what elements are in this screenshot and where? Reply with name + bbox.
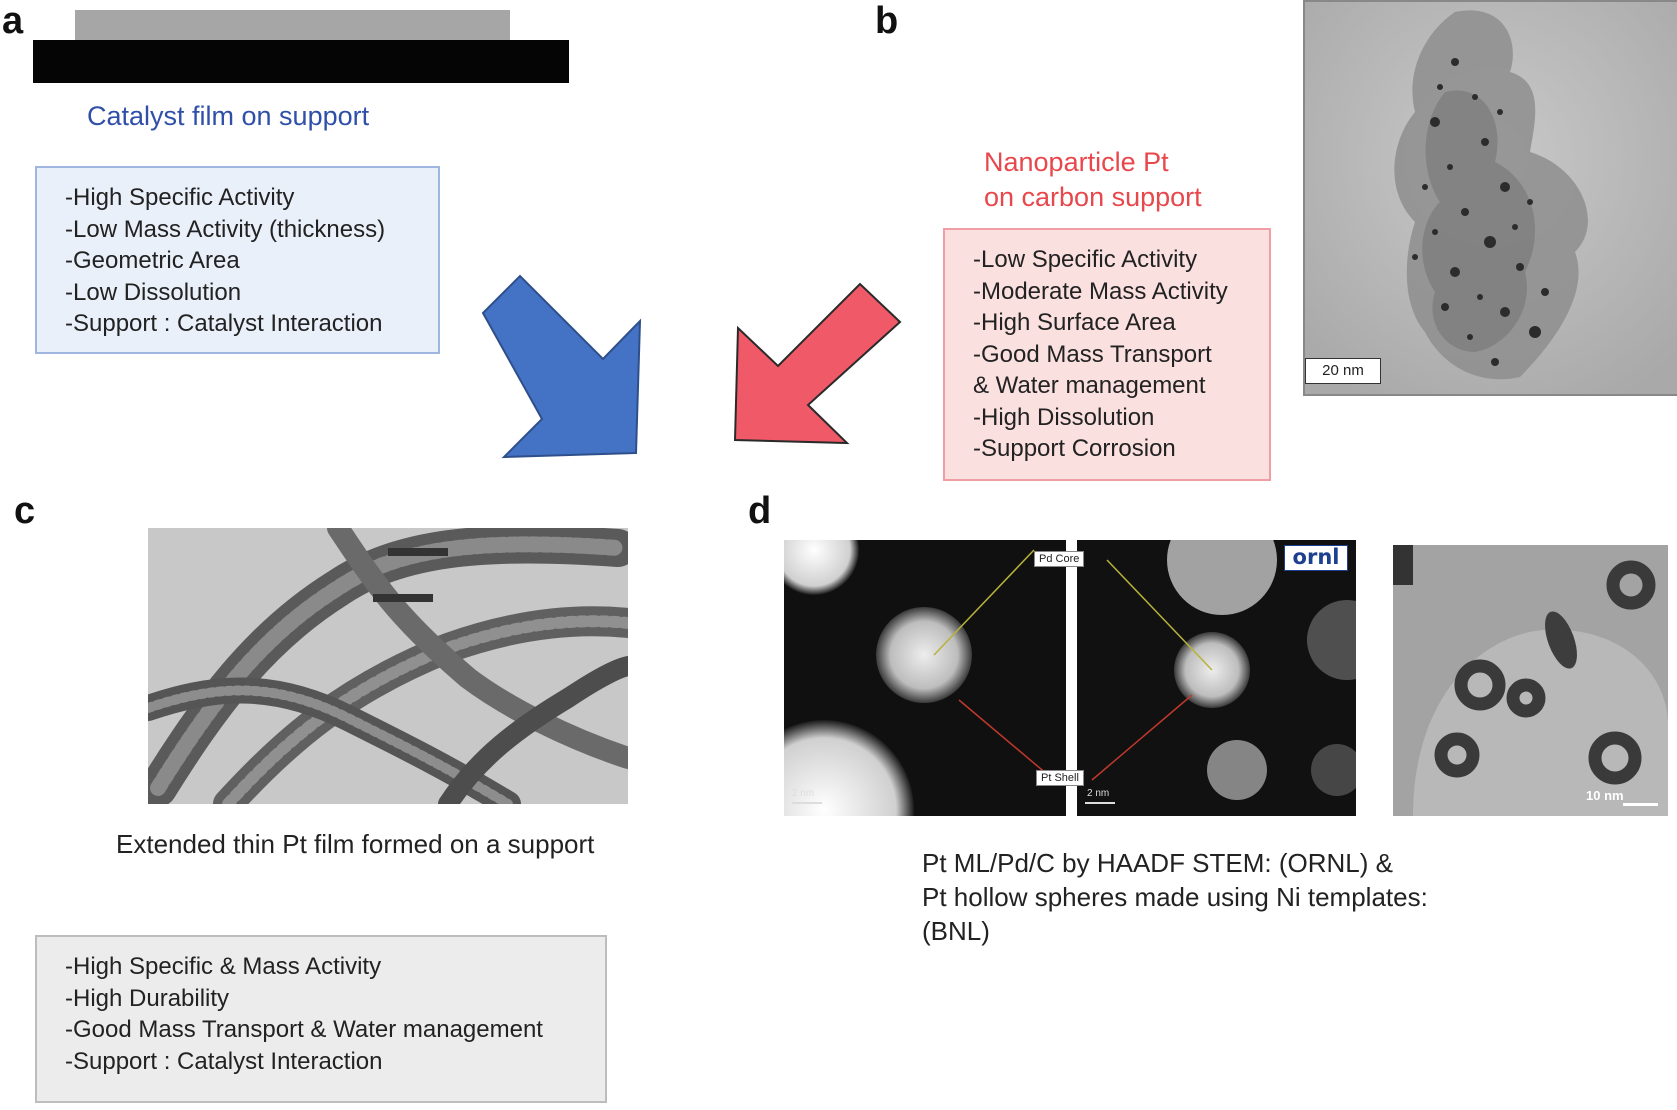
panel-letter-b: b (875, 0, 899, 42)
tem-image-thin-film (148, 528, 628, 804)
pd-core-label: Pd Core (1034, 551, 1085, 567)
scale-label: 20 nm (1322, 362, 1364, 379)
property-line: -Geometric Area (65, 247, 240, 274)
panel-b-title-line1: Nanoparticle Pt (984, 147, 1169, 177)
property-line: -High Durability (65, 984, 230, 1012)
panel-c-properties-box: -High Specific & Mass Activity -High Dur… (35, 935, 607, 1103)
property-line: -Support Corrosion (973, 435, 1176, 462)
property-line: -Support : Catalyst Interaction (65, 1047, 383, 1075)
property-line: -Low Dissolution (65, 278, 242, 306)
ornl-logo-text: ornl (1292, 545, 1340, 569)
property-line: & Water management (973, 372, 1206, 399)
panel-letter-c: c (14, 490, 36, 532)
panel-d-caption-line: (BNL) (922, 916, 990, 946)
scale-label-box: 20 nm (1305, 358, 1381, 384)
scale-label-left: 2 nm (792, 788, 815, 799)
scale-label-right: 10 nm (1586, 788, 1624, 803)
panel-d-caption-line: Pt ML/Pd/C by HAADF STEM: (ORNL) & (922, 848, 1393, 878)
panel-letter-a: a (2, 0, 24, 42)
property-line: -High Specific & Mass Activity (65, 953, 382, 980)
panel-d-caption-line: Pt hollow spheres made using Ni template… (922, 882, 1428, 912)
stem-middle-content (1077, 540, 1356, 816)
stem-left-content (784, 540, 1066, 816)
tem-image-content (1305, 2, 1677, 394)
panel-c-caption: Extended thin Pt film formed on a suppor… (116, 829, 595, 859)
stem-image-left: 2 nm (784, 540, 1066, 816)
pt-shell-label: Pt Shell (1036, 770, 1084, 786)
thin-film-image-content (148, 528, 628, 804)
panel-b-title-line2: on carbon support (984, 182, 1202, 212)
ornl-logo: ornl (1284, 545, 1348, 571)
catalyst-film-layer (75, 10, 510, 42)
property-line: -Support : Catalyst Interaction (65, 310, 383, 337)
panel-a-title: Catalyst film on support (87, 101, 370, 131)
panel-d-caption: Pt ML/Pd/C by HAADF STEM: (ORNL) & Pt ho… (922, 846, 1428, 948)
support-layer (33, 40, 569, 83)
property-line: -Good Mass Transport & Water management (65, 1016, 543, 1043)
property-line: -Good Mass Transport (973, 340, 1212, 368)
scale-label-middle: 2 nm (1087, 788, 1110, 799)
tem-image-hollow-spheres: 10 nm (1393, 545, 1668, 816)
property-line: -High Specific Activity (65, 184, 295, 211)
tem-image-nanoparticle-pt: 20 nm (1303, 0, 1677, 396)
hollow-spheres-content (1393, 545, 1668, 816)
panel-b-properties-box: -Low Specific Activity -Moderate Mass Ac… (943, 228, 1271, 481)
stem-image-middle: 2 nm (1077, 540, 1356, 816)
panel-letter-d: d (748, 490, 772, 532)
panel-a-properties-box: -High Specific Activity -Low Mass Activi… (35, 166, 440, 354)
property-line: -High Dissolution (973, 403, 1155, 431)
property-line: -Low Mass Activity (thickness) (65, 215, 386, 243)
property-line: -Moderate Mass Activity (973, 277, 1228, 305)
property-line: -Low Specific Activity (973, 246, 1198, 273)
property-line: -High Surface Area (973, 309, 1176, 336)
